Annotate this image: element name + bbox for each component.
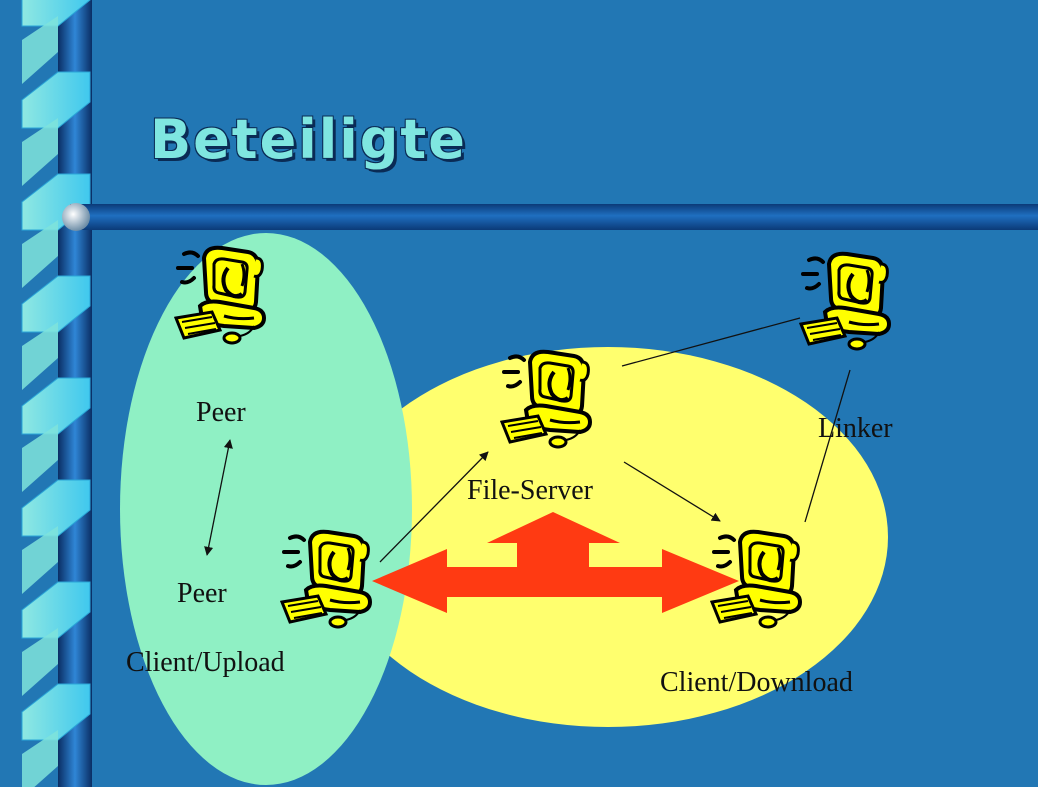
connection-server-linker bbox=[621, 317, 801, 367]
decorative-ribbon bbox=[21, 0, 92, 787]
label-linker: Linker bbox=[818, 413, 893, 444]
label-peer-bottom: Peer bbox=[177, 578, 227, 609]
title-underline-bar bbox=[62, 203, 1038, 231]
computer-linker-icon bbox=[799, 251, 891, 351]
label-client-download: Client/Download bbox=[660, 667, 853, 698]
label-file-server: File-Server bbox=[467, 475, 593, 506]
server-zone-ellipse bbox=[328, 347, 888, 727]
arrow-upload-to-server bbox=[379, 451, 489, 563]
transfer-arrow bbox=[372, 512, 739, 613]
arrow-server-to-download bbox=[623, 461, 721, 522]
label-peer-top: Peer bbox=[196, 397, 246, 428]
slide-title: Beteiligte bbox=[150, 108, 467, 171]
label-client-upload: Client/Upload bbox=[126, 647, 285, 678]
connection-linker-download bbox=[804, 369, 851, 523]
peer-zone-ellipse bbox=[120, 233, 412, 785]
arrow-peer-to-peer bbox=[204, 439, 233, 556]
